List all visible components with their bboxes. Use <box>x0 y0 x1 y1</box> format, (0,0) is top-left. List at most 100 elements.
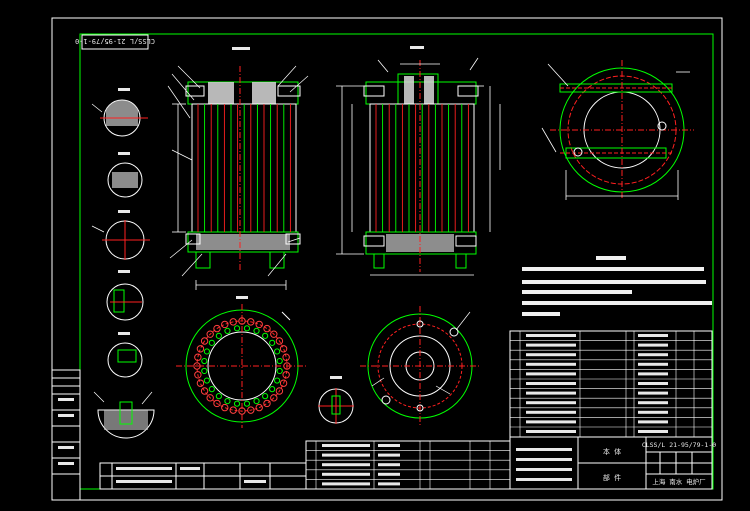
heating-tubes-side <box>375 104 469 232</box>
cover-plate-icon <box>360 306 480 426</box>
tube-hole <box>279 345 288 353</box>
tube-hole <box>224 327 231 334</box>
title-component-label: 部 件 <box>603 473 621 482</box>
tube-hole <box>253 327 260 334</box>
table-cell <box>526 334 576 337</box>
view-title-bar <box>232 47 250 50</box>
title-drawing-number: CLSS/L 21-95/79-1-0 <box>642 441 716 449</box>
view-title-bar <box>118 270 130 273</box>
tube-hole <box>275 337 284 345</box>
tube-hole <box>238 407 246 415</box>
tube-hole <box>247 406 255 414</box>
table-cell <box>526 362 576 366</box>
leader-tube-sheet <box>281 311 291 321</box>
leader-lines-left <box>167 65 309 277</box>
tube-hole <box>201 357 208 365</box>
table-cell <box>322 453 370 457</box>
view-title-bar <box>118 210 130 213</box>
tube-hole <box>269 386 276 393</box>
tube-hole <box>282 353 290 361</box>
table-cell <box>322 463 370 467</box>
table-cell <box>638 410 668 414</box>
note-line <box>522 290 632 294</box>
tube-hole <box>200 337 209 345</box>
heating-tubes-left <box>197 104 291 232</box>
table-cell <box>638 420 668 424</box>
note-line <box>522 280 706 284</box>
tube-hole <box>233 325 241 332</box>
tube-hole <box>263 324 271 333</box>
tube-hole <box>208 386 215 393</box>
table-cell <box>526 430 576 433</box>
tube-holes <box>193 317 291 415</box>
tube-hole <box>269 339 276 346</box>
revision-table <box>99 462 307 490</box>
title-block <box>509 436 713 490</box>
tube-hole <box>247 318 255 326</box>
technical-notes <box>522 256 712 316</box>
table-cell <box>526 353 576 357</box>
table-cell <box>526 420 576 424</box>
tube-hole <box>193 362 201 370</box>
tube-hole <box>215 393 222 400</box>
tube-hole <box>276 357 283 365</box>
tube-hole <box>200 387 209 395</box>
tube-hole <box>229 406 237 414</box>
table-cell <box>378 453 400 457</box>
tube-hole <box>203 377 210 384</box>
tube-hole <box>221 403 229 412</box>
table-cell <box>638 382 668 385</box>
tube-hole <box>283 362 291 370</box>
tube-hole <box>275 387 284 395</box>
title-part-name: 本 体 <box>603 447 621 456</box>
table-cell <box>638 430 668 433</box>
tube-hole <box>243 325 251 332</box>
tube-hole <box>243 400 251 407</box>
table-cell <box>322 482 370 486</box>
table-cell <box>638 391 668 395</box>
dimension-lines-side <box>336 57 501 276</box>
view-title-bar <box>118 332 130 335</box>
detail-view-f <box>97 401 155 439</box>
detail-view-g <box>318 388 354 424</box>
vessel-side-icon <box>363 60 479 272</box>
tube-hole <box>253 398 260 405</box>
tube-hole <box>270 330 278 338</box>
view-title-bar <box>410 46 424 49</box>
table-cell <box>322 444 370 447</box>
tube-hole <box>203 348 210 355</box>
detail-view-d <box>106 283 144 321</box>
tube-hole <box>233 400 241 407</box>
view-title-bar <box>118 88 130 91</box>
detail-view-b <box>107 162 143 198</box>
tube-hole <box>279 379 288 387</box>
parts-list-rows <box>510 330 712 437</box>
flange-plan-icon <box>550 60 694 200</box>
tube-sheet-icon <box>176 304 308 428</box>
tube-hole <box>276 367 283 375</box>
leader-lines-cover <box>371 311 471 395</box>
inner-frame <box>79 33 714 490</box>
tube-hole <box>206 394 214 402</box>
note-line <box>596 256 626 260</box>
side-strip-table <box>51 369 81 501</box>
tube-hole <box>282 371 290 379</box>
table-cell <box>638 401 668 405</box>
table-cell <box>526 382 576 385</box>
detail-view-c <box>102 220 150 260</box>
table-cell <box>526 391 576 395</box>
tube-hole <box>215 332 222 339</box>
tube-hole <box>221 320 229 329</box>
tube-hole <box>255 320 263 329</box>
view-title-bar <box>236 296 248 299</box>
table-cell <box>378 463 400 467</box>
tube-hole <box>208 339 215 346</box>
tube-hole <box>274 377 281 384</box>
tube-hole <box>262 332 269 339</box>
tube-hole <box>224 398 231 405</box>
table-cell <box>638 362 668 366</box>
table-cell <box>526 343 576 347</box>
table-cell <box>638 334 668 337</box>
tube-hole <box>201 367 208 375</box>
